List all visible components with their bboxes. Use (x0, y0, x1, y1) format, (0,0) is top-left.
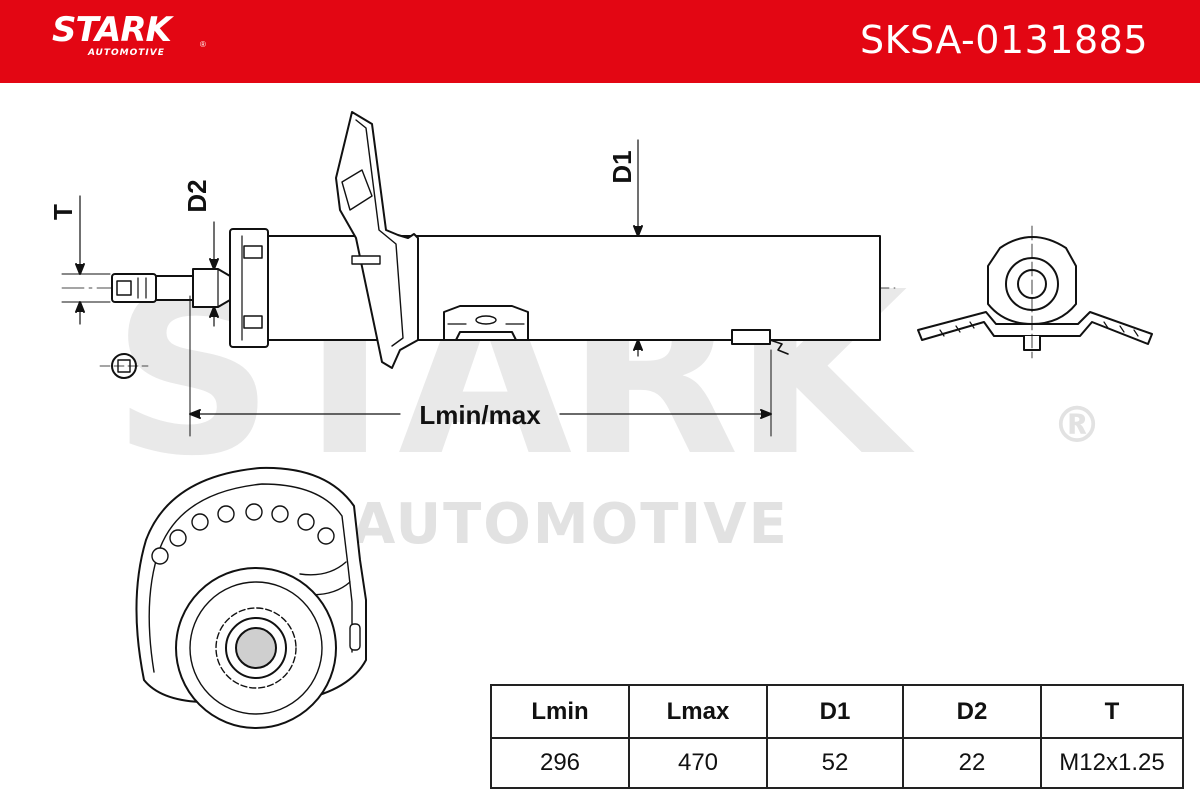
spec-header-d1: D1 (766, 684, 904, 739)
watermark-subtitle: AUTOMOTIVE (352, 492, 789, 557)
cap-clip-lower (243, 315, 263, 329)
header-bar: STARK AUTOMOTIVE ® SKSA-0131885 (0, 0, 1200, 83)
shock-absorber-drawing: STARK AUTOMOTIVE ® (48, 111, 1153, 729)
mount-bolt-holes (151, 503, 335, 565)
mount-bearing-ring (189, 581, 323, 715)
dim-l-arrow-left (189, 409, 201, 419)
dim-d2-arrow-top (209, 258, 219, 270)
spec-value-lmax: 470 (628, 737, 768, 789)
bolt-hole (191, 513, 209, 531)
sensor-bracket (443, 305, 529, 341)
specs-header-row: Lmin Lmax D1 D2 T (490, 684, 1184, 739)
registered-mark: ® (200, 40, 206, 49)
mount-outer-flange (148, 483, 353, 673)
bolt-hole (245, 503, 263, 521)
bolt-hole (151, 547, 169, 565)
cap-clip-upper (243, 245, 263, 259)
end-view-bracket (917, 311, 1153, 345)
spring-seat-inner (355, 119, 404, 347)
brand-logo: STARK AUTOMOTIVE ® (52, 10, 206, 58)
threaded-rod (153, 275, 194, 301)
bracket-hole (475, 315, 497, 325)
dim-d1-arrow-bottom (633, 339, 643, 351)
spec-header-lmax: Lmax (628, 684, 768, 739)
specs-table: Lmin Lmax D1 D2 T 296 470 52 22 M12x1.25 (490, 684, 1184, 789)
mount-slot (349, 623, 361, 651)
part-number: SKSA-0131885 (860, 18, 1148, 62)
brand-subtitle: AUTOMOTIVE (88, 48, 165, 58)
bolt-hole (317, 527, 335, 545)
spec-value-d1: 52 (766, 737, 904, 789)
dim-t-arrow-bottom (75, 301, 85, 313)
bolt-hole (271, 505, 289, 523)
dim-l-arrow-right (760, 409, 772, 419)
bolt-hole (169, 529, 187, 547)
dim-d1-arrow-top (633, 225, 643, 237)
dim-label-d2: D2 (182, 179, 212, 212)
bolt-hole (217, 505, 235, 523)
end-view-hatch (939, 321, 1139, 337)
spec-value-lmin: 296 (490, 737, 630, 789)
hose-clip (731, 329, 771, 345)
dim-label-t: T (48, 204, 78, 220)
spec-value-t: M12x1.25 (1040, 737, 1184, 789)
rod-nut (192, 268, 231, 308)
bolt-hole (297, 513, 315, 531)
dim-t-arrow-top (75, 263, 85, 275)
dim-label-length: Lmin/max (419, 400, 541, 430)
specs-value-row: 296 470 52 22 M12x1.25 (490, 737, 1184, 789)
spec-value-d2: 22 (902, 737, 1042, 789)
spec-header-t: T (1040, 684, 1184, 739)
dim-d2-arrow-bottom (209, 306, 219, 318)
rod-hex-socket (116, 280, 132, 296)
hose-clip-tab (769, 339, 789, 355)
mount-bore-inner (235, 627, 277, 669)
dim-label-d1: D1 (607, 150, 637, 183)
mount-bearing-dashed (215, 607, 297, 689)
watermark-registered: ® (1052, 396, 1102, 454)
spec-header-lmin: Lmin (490, 684, 630, 739)
seat-tab (351, 255, 381, 265)
spec-header-d2: D2 (902, 684, 1042, 739)
spring-seat (335, 111, 419, 369)
brand-name: STARK (52, 10, 172, 50)
seat-flange (341, 169, 373, 211)
